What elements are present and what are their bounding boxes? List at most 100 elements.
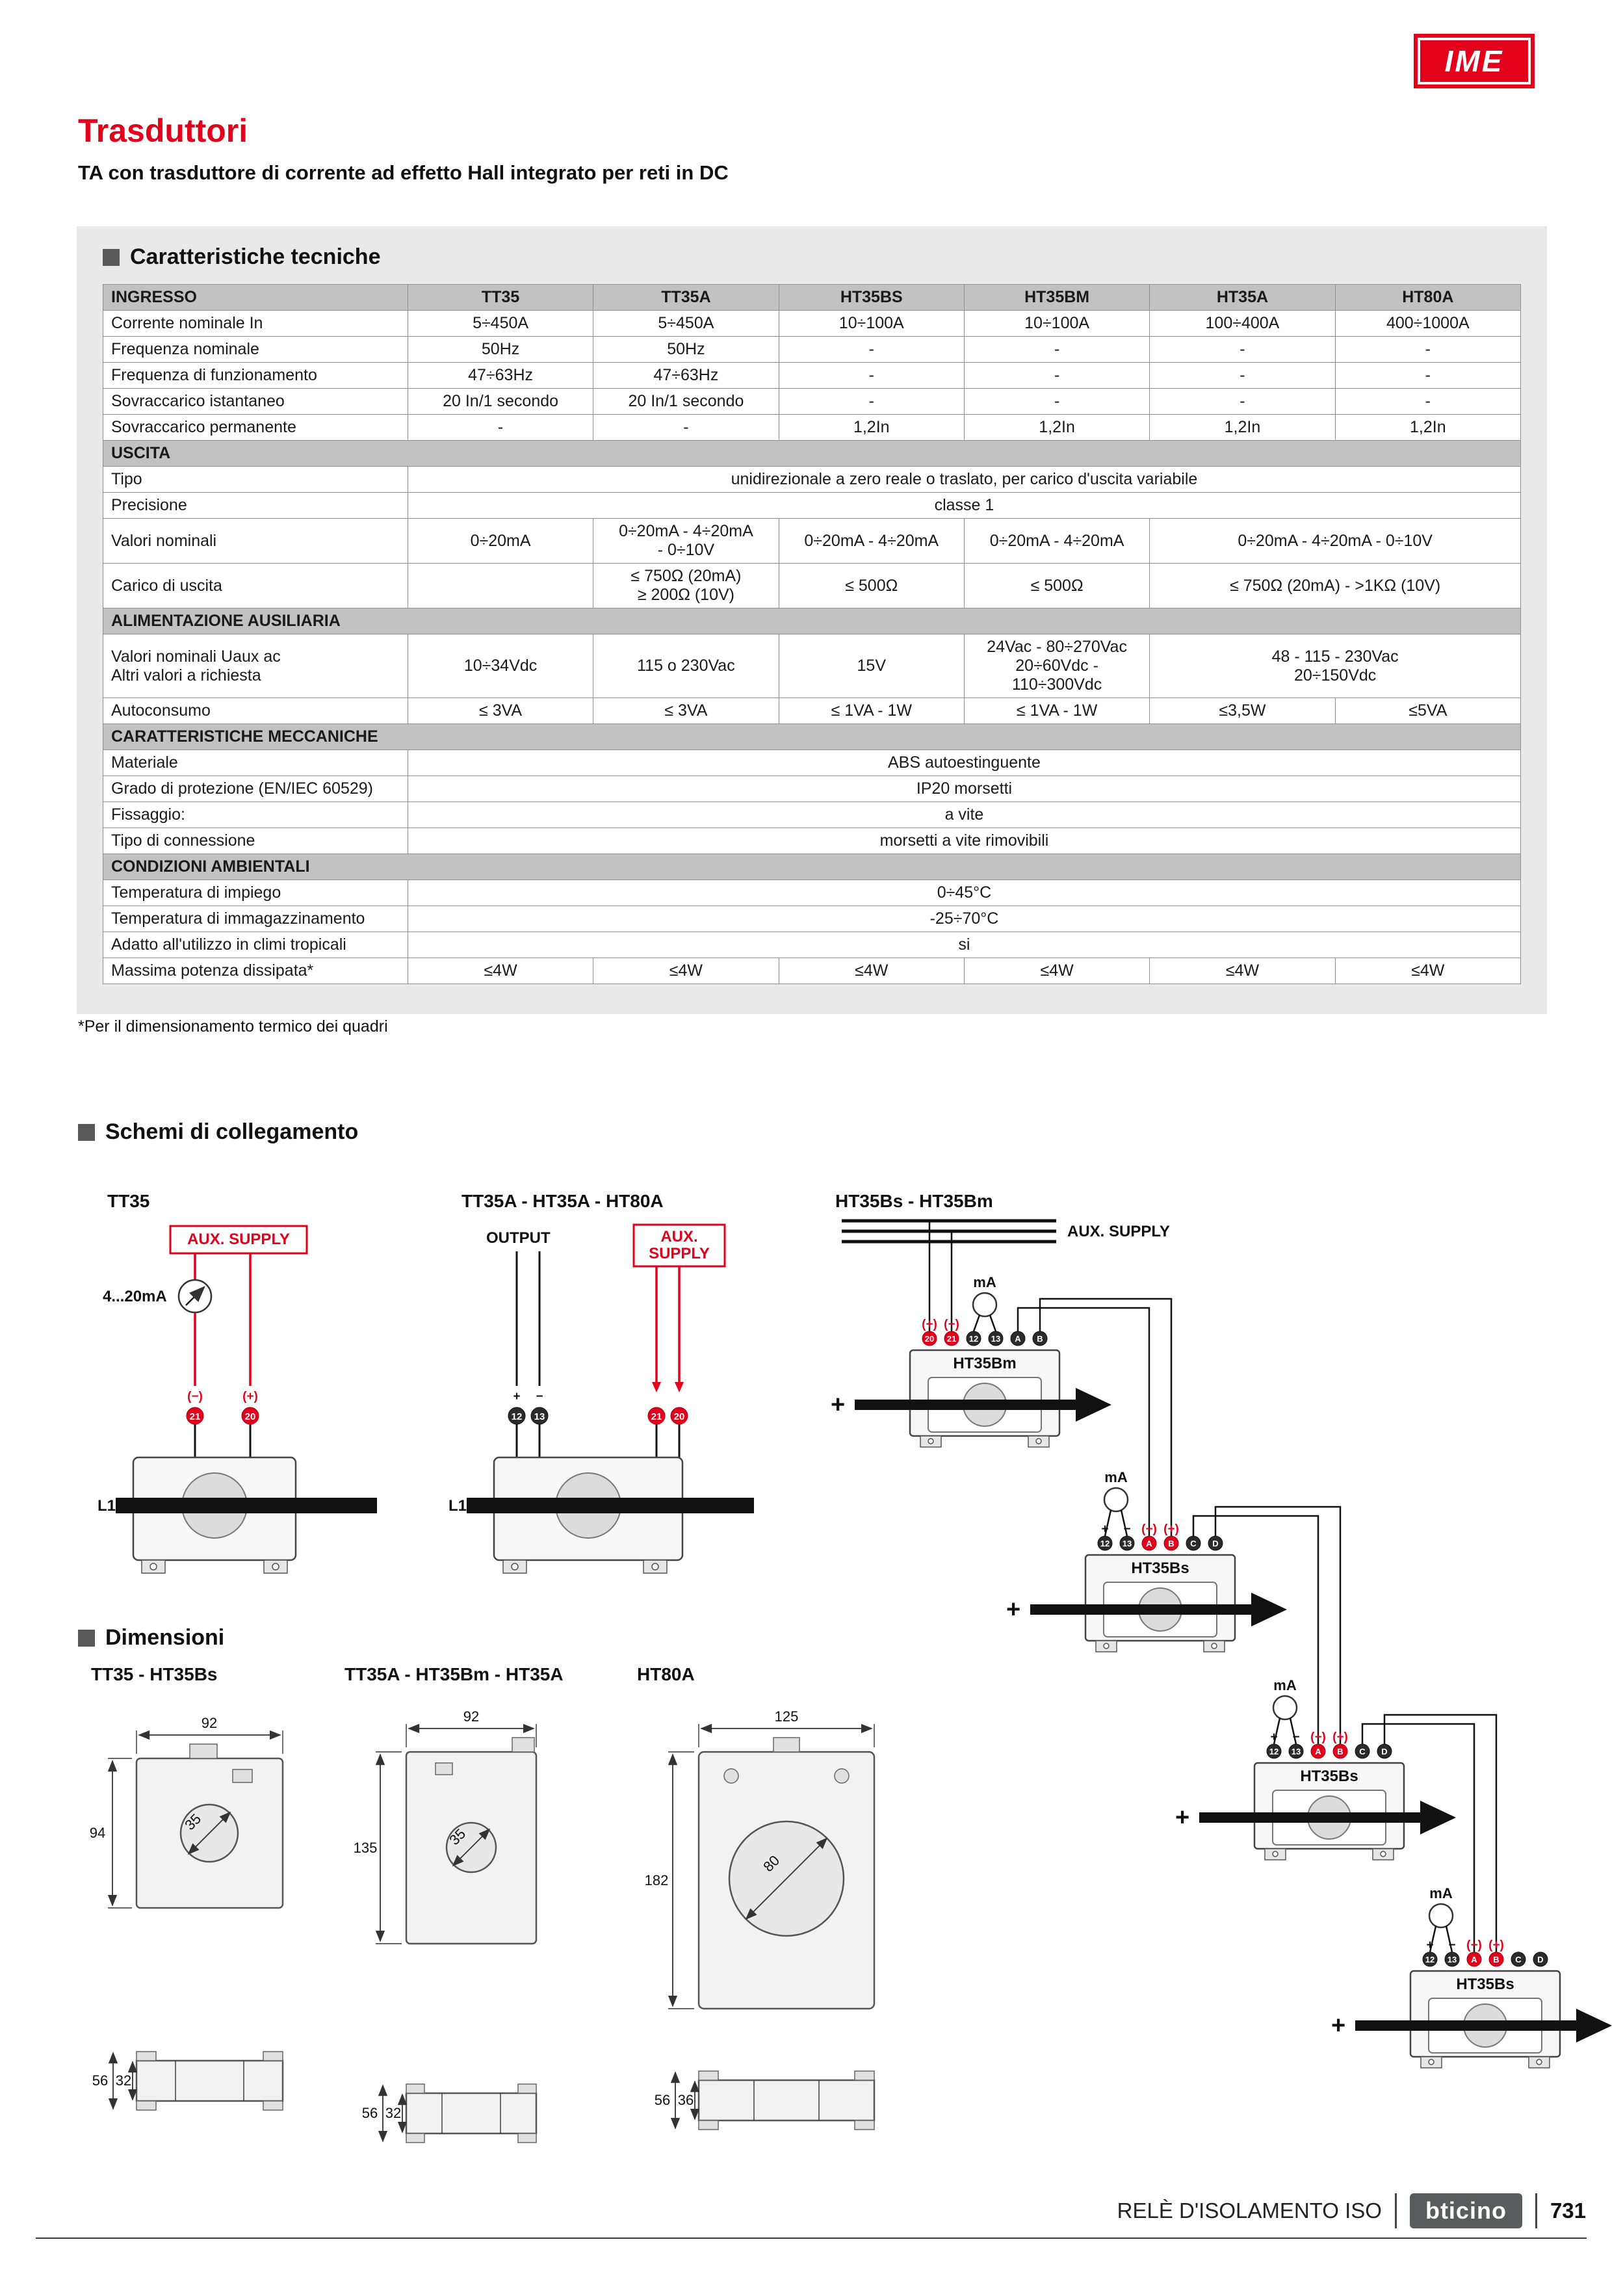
row-label: Frequenza nominale [103,336,408,363]
svg-text:+: + [1175,1804,1189,1831]
row-label: Sovraccarico permanente [103,414,408,441]
row-label: Fissaggio: [103,802,408,828]
cell: 10÷100A [778,310,965,337]
svg-text:92: 92 [201,1715,217,1731]
svg-text:(+): (+) [1163,1522,1179,1536]
cascade-wiring-diagram: AUX. SUPPLY mA mA mA mA [831,1219,1612,2068]
cell: 47÷63Hz [593,362,779,389]
cell: ≤ 1VA - 1W [778,698,965,724]
cell: 0÷20mA - 4÷20mA [963,518,1150,564]
dim-title-2: TT35A - HT35Bm - HT35A [344,1664,564,1684]
svg-text:+: + [831,1391,845,1418]
page-subtitle: TA con trasduttore di corrente ad effett… [78,161,729,184]
svg-text:36: 36 [678,2092,694,2108]
row-label: Temperatura di immagazzinamento [103,906,408,932]
cell: - [1149,362,1336,389]
column-header: HT35BS [778,284,965,311]
svg-text:56: 56 [92,2072,108,2089]
cell: - [778,336,965,363]
svg-text:20: 20 [674,1411,685,1422]
device-ht35bs: + − (−) (+) 12 13 A B C D HT35Bs + [1006,1522,1287,1652]
cell: 400÷1000A [1334,310,1522,337]
device-ht35bm: (+) (−) 20 21 12 13 A B HT35Bm + [831,1318,1111,1448]
svg-text:92: 92 [463,1708,479,1725]
cell: 100÷400A [1149,310,1336,337]
row-label: Grado di protezione (EN/IEC 60529) [103,776,408,802]
cell: 10÷34Vdc [407,634,594,698]
page-title: Trasduttori [78,112,248,149]
cell: ≤4W [1149,958,1336,984]
minus-sign: (−) [187,1390,203,1403]
cell: - [963,362,1150,389]
section-row-label: USCITA [103,440,1521,467]
cell: - [1149,388,1336,415]
ma-meter-icon: mA [1428,1885,1454,1953]
cell: ≤ 3VA [407,698,594,724]
svg-text:21: 21 [190,1411,201,1422]
row-label: Materiale [103,750,408,776]
minus-sign: − [536,1390,543,1403]
diagram-title-cascade: HT35Bs - HT35Bm [835,1191,993,1211]
svg-text:HT35Bs: HT35Bs [1456,1976,1514,1993]
ma-meter-icon: mA [972,1274,998,1332]
aux-supply-box [169,1225,308,1255]
table-section-row: CARATTERISTICHE MECCANICHE [103,724,1521,750]
cell: - [593,414,779,441]
ma-meter-icon: mA [1103,1469,1129,1537]
page-number: 731 [1550,2198,1586,2223]
cell: -25÷70°C [407,906,1522,932]
cell: 20 In/1 secondo [593,388,779,415]
line-l1-label: L1 [448,1497,467,1515]
cell: ≤ 750Ω (20mA) ≥ 200Ω (10V) [593,563,779,608]
cell: 0÷20mA - 4÷20mA - 0÷10V [593,518,779,564]
table-row: Temperatura di immagazzinamento-25÷70°C [103,906,1522,932]
cell: si [407,932,1522,958]
cell: unidirezionale a zero reale o traslato, … [407,466,1522,493]
svg-text:94: 94 [90,1825,105,1841]
diagram-title-tt35: TT35 [107,1191,150,1211]
plus-sign: (+) [242,1390,258,1403]
footer-section-label: RELÈ D'ISOLAMENTO ISO [1117,2198,1382,2223]
cell: 10÷100A [963,310,1150,337]
svg-text:mA: mA [1273,1677,1297,1693]
table-row: Grado di protezione (EN/IEC 60529)IP20 m… [103,776,1522,802]
cell: - [1149,336,1336,363]
cell: - [407,414,594,441]
cell: 5÷450A [407,310,594,337]
svg-text:182: 182 [645,1872,669,1888]
svg-text:+: + [1331,2012,1345,2039]
svg-text:56: 56 [655,2092,670,2108]
cell: 50Hz [593,336,779,363]
cell: ≤3,5W [1149,698,1336,724]
cell: - [778,362,965,389]
diagram-title-tt35a: TT35A - HT35A - HT80A [461,1191,664,1211]
svg-text:(−): (−) [1466,1938,1482,1952]
row-label: Corrente nominale In [103,310,408,337]
svg-text:+: + [1101,1522,1108,1536]
svg-text:12: 12 [1269,1747,1279,1756]
cell: ≤4W [1334,958,1522,984]
row-label: Tipo [103,466,408,493]
output-label: OUTPUT [486,1229,551,1247]
row-label: Frequenza di funzionamento [103,362,408,389]
cell: ≤4W [963,958,1150,984]
svg-text:+: + [1270,1730,1277,1744]
cell: ≤ 750Ω (20mA) - >1KΩ (10V) [1149,563,1521,608]
table-row: Autoconsumo≤ 3VA≤ 3VA≤ 1VA - 1W≤ 1VA - 1… [103,698,1522,724]
cell: ≤4W [778,958,965,984]
footer: RELÈ D'ISOLAMENTO ISO bticino 731 [1117,2192,1586,2230]
dim-title-1: TT35 - HT35Bs [91,1664,218,1684]
svg-text:A: A [1315,1747,1321,1756]
svg-text:mA: mA [973,1274,996,1290]
svg-text:32: 32 [116,2072,131,2089]
svg-text:(+): (+) [922,1318,937,1331]
plus-sign: + [513,1390,520,1403]
cell: - [1334,362,1522,389]
tech-section-title: Caratteristiche tecniche [103,244,1521,270]
row-label: Temperatura di impiego [103,880,408,906]
device-ht35bs: + − (−) (+) 12 13 A B C D HT35Bs + [1331,1938,1612,2068]
